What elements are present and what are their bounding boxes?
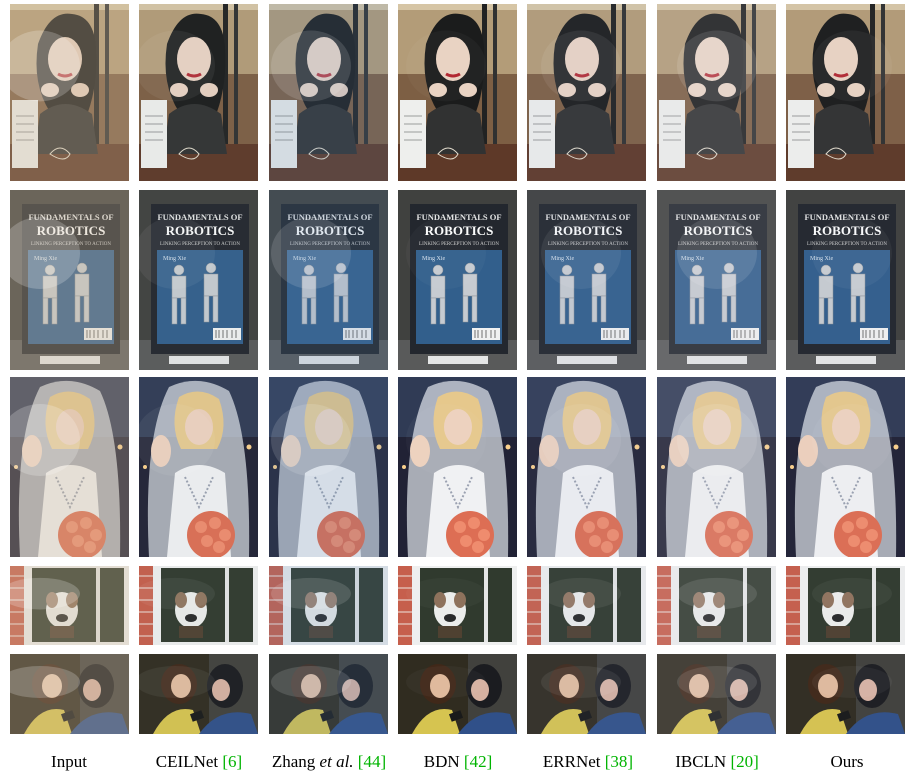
svg-text:ROBOTICS: ROBOTICS [813,223,882,238]
photo-woman-window-5 [527,4,646,181]
column-label: ERRNet [38] [542,752,634,771]
photo-dog-window-3 [269,566,388,645]
photo-robotics-book-1: FUNDAMENTALS OF ROBOTICS LINKING PERCEPT… [10,190,129,370]
photo-bride-7 [786,377,905,557]
photo-bride-4 [398,377,517,557]
photo-bride-3 [269,377,388,557]
photo-woman-window-4 [398,4,517,181]
photo-two-women-4 [398,654,517,734]
svg-text:ROBOTICS: ROBOTICS [166,223,235,238]
svg-text:FUNDAMENTALS OF: FUNDAMENTALS OF [545,212,630,222]
photo-two-women-3 [269,654,388,734]
photo-robotics-book-4: FUNDAMENTALS OF ROBOTICS LINKING PERCEPT… [398,190,517,370]
svg-text:ROBOTICS: ROBOTICS [684,223,753,238]
photo-woman-window-6 [657,4,776,181]
citation-link[interactable]: [38] [604,752,634,771]
photo-dog-window-5 [527,566,646,645]
svg-text:Ming Xie: Ming Xie [681,256,705,262]
photo-robotics-book-5: FUNDAMENTALS OF ROBOTICS LINKING PERCEPT… [527,190,646,370]
photo-woman-window-7 [786,4,905,181]
svg-text:LINKING PERCEPTION TO ACTION: LINKING PERCEPTION TO ACTION [419,242,499,247]
photo-dog-window-2 [139,566,258,645]
photo-two-women-5 [527,654,646,734]
photo-woman-window-3 [269,4,388,181]
column-label: BDN [42] [423,752,493,771]
photo-dog-window-1 [10,566,129,645]
citation-link[interactable]: [42] [463,752,493,771]
svg-text:ROBOTICS: ROBOTICS [37,223,106,238]
svg-text:Ming Xie: Ming Xie [293,256,317,262]
svg-text:LINKING PERCEPTION TO ACTION: LINKING PERCEPTION TO ACTION [807,242,887,247]
svg-text:Ming Xie: Ming Xie [163,256,187,262]
citation-link[interactable]: [20] [730,752,759,771]
svg-text:Ming Xie: Ming Xie [34,256,58,262]
svg-text:LINKING PERCEPTION TO ACTION: LINKING PERCEPTION TO ACTION [160,242,240,247]
photo-two-women-2 [139,654,258,734]
svg-text:FUNDAMENTALS OF: FUNDAMENTALS OF [157,212,242,222]
svg-text:Ming Xie: Ming Xie [551,256,575,262]
photo-two-women-1 [10,654,129,734]
column-label: Zhang et al. [44] [271,752,387,771]
photo-woman-window-2 [139,4,258,181]
citation-link[interactable]: [6] [222,752,243,771]
photo-two-women-7 [786,654,905,734]
photo-robotics-book-7: FUNDAMENTALS OF ROBOTICS LINKING PERCEPT… [786,190,905,370]
photo-dog-window-4 [398,566,517,645]
photo-bride-6 [657,377,776,557]
citation-link[interactable]: [44] [357,752,387,771]
svg-text:LINKING PERCEPTION TO ACTION: LINKING PERCEPTION TO ACTION [31,242,111,247]
svg-text:FUNDAMENTALS OF: FUNDAMENTALS OF [416,212,501,222]
svg-text:ROBOTICS: ROBOTICS [554,223,623,238]
photo-two-women-6 [657,654,776,734]
photo-bride-2 [139,377,258,557]
svg-text:LINKING PERCEPTION TO ACTION: LINKING PERCEPTION TO ACTION [290,242,370,247]
svg-text:FUNDAMENTALS OF: FUNDAMENTALS OF [287,212,372,222]
photo-robotics-book-2: FUNDAMENTALS OF ROBOTICS LINKING PERCEPT… [139,190,258,370]
column-labels: Input CEILNet [6] Zhang et al. [44] BDN … [0,752,913,778]
column-label: CEILNet [6] [155,752,243,771]
svg-text:LINKING PERCEPTION TO ACTION: LINKING PERCEPTION TO ACTION [548,242,628,247]
svg-text:FUNDAMENTALS OF: FUNDAMENTALS OF [28,212,113,222]
photo-woman-window-1 [10,4,129,181]
photo-robotics-book-6: FUNDAMENTALS OF ROBOTICS LINKING PERCEPT… [657,190,776,370]
svg-text:Ming Xie: Ming Xie [422,256,446,262]
photo-bride-5 [527,377,646,557]
photo-bride-1 [10,377,129,557]
photo-dog-window-6 [657,566,776,645]
svg-text:LINKING PERCEPTION TO ACTION: LINKING PERCEPTION TO ACTION [678,242,758,247]
column-label: Ours [830,752,864,771]
column-label: IBCLN [20] [675,752,759,771]
svg-text:FUNDAMENTALS OF: FUNDAMENTALS OF [804,212,889,222]
photo-dog-window-7 [786,566,905,645]
column-label: Input [51,752,87,771]
svg-text:ROBOTICS: ROBOTICS [425,223,494,238]
svg-text:Ming Xie: Ming Xie [810,256,834,262]
svg-text:ROBOTICS: ROBOTICS [296,223,365,238]
svg-text:FUNDAMENTALS OF: FUNDAMENTALS OF [675,212,760,222]
photo-robotics-book-3: FUNDAMENTALS OF ROBOTICS LINKING PERCEPT… [269,190,388,370]
